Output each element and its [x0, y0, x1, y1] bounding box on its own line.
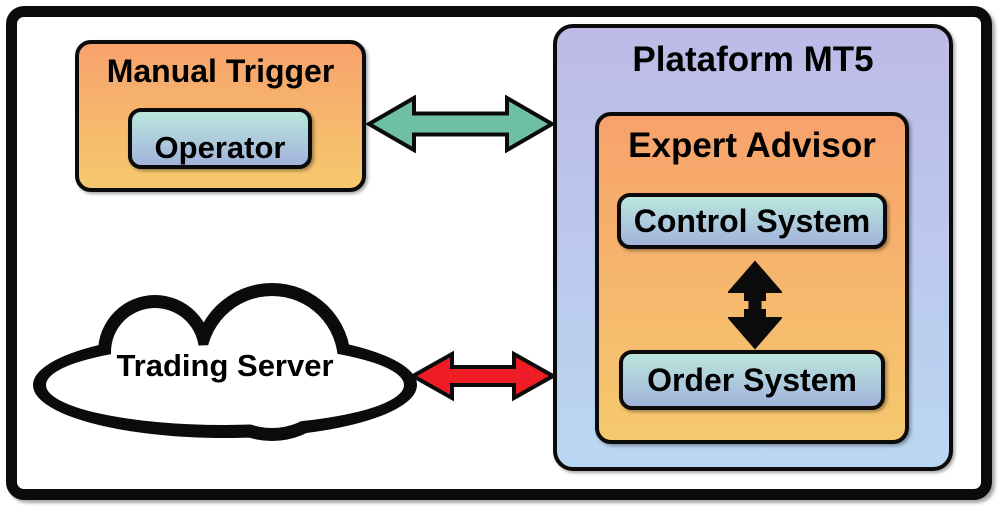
expert-advisor-box: Expert Advisor Control System Order Syst… — [595, 112, 909, 444]
trading-server-cloud-icon — [33, 283, 417, 441]
control-order-double-arrow-icon — [728, 260, 782, 350]
order-system-box: Order System — [619, 350, 885, 410]
operator-box: Operator — [128, 108, 312, 169]
manual-trigger-label: Manual Trigger — [106, 53, 335, 89]
manual-trigger-box: Manual Trigger Operator — [75, 40, 366, 192]
operator-label: Operator — [154, 130, 286, 165]
control-system-box: Control System — [617, 193, 887, 249]
trading-server-mt5-double-arrow-icon — [410, 350, 556, 402]
order-system-label: Order System — [647, 362, 857, 398]
control-system-label: Control System — [633, 203, 871, 239]
manual-trigger-mt5-double-arrow-icon — [366, 95, 556, 153]
trading-server-label: Trading Server — [116, 348, 334, 383]
expert-advisor-label: Expert Advisor — [628, 126, 876, 165]
platform-mt5-box: Plataform MT5 Expert Advisor Control Sys… — [553, 24, 953, 471]
platform-mt5-label: Plataform MT5 — [632, 40, 874, 79]
outer-frame — [6, 6, 992, 500]
